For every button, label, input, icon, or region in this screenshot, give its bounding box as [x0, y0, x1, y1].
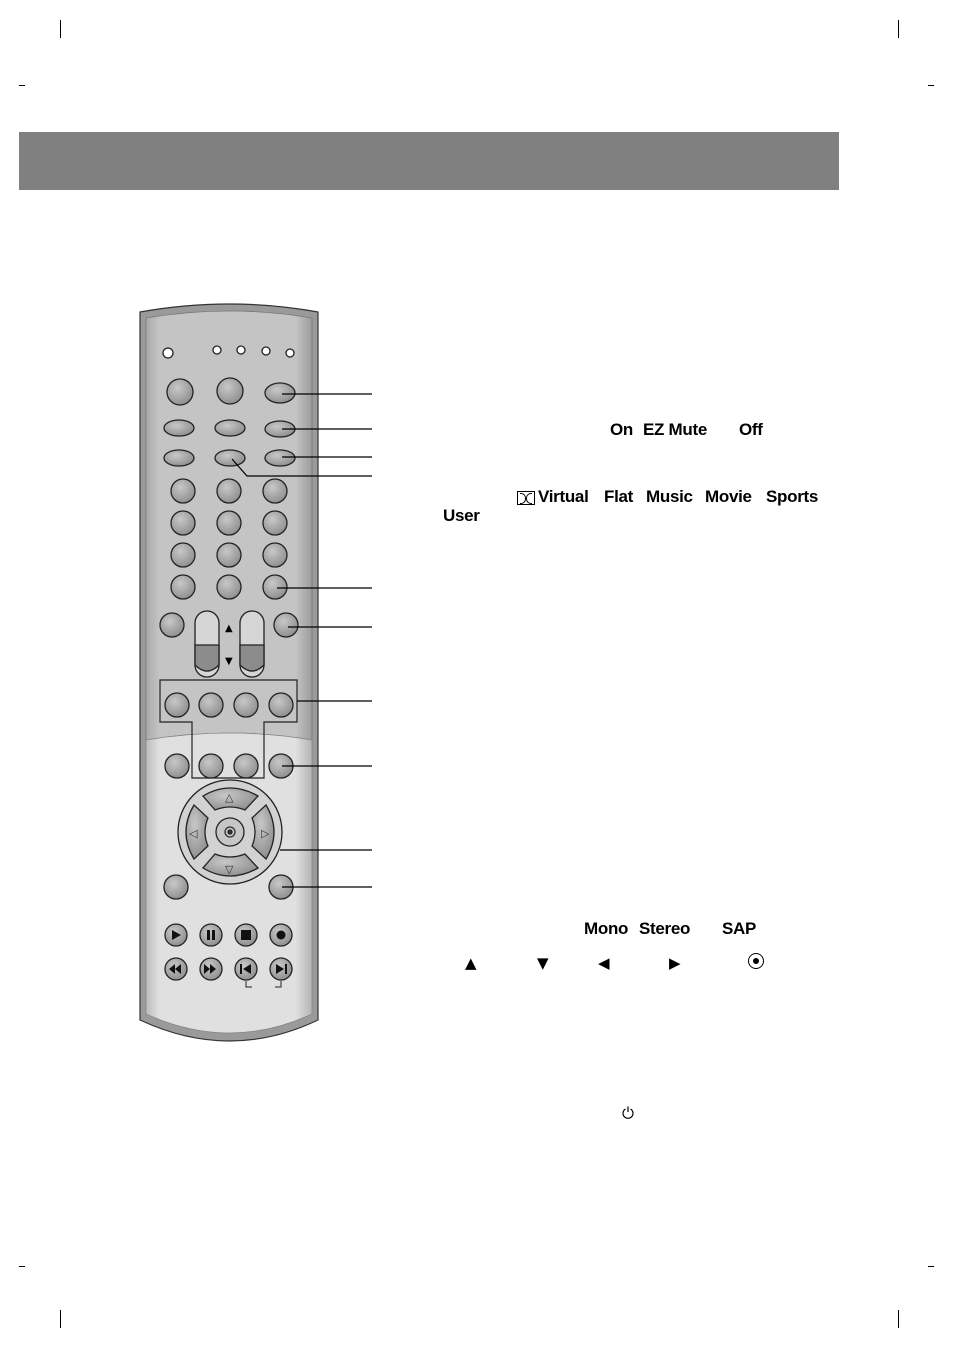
- right-arrow-icon: ▶: [669, 954, 681, 972]
- dolby-logo: [517, 491, 535, 505]
- left-arrow-icon: ◀: [598, 954, 610, 972]
- indicator-buttons: [162, 345, 295, 359]
- mode-music: Music: [646, 487, 693, 506]
- mode-movie: Movie: [705, 487, 752, 506]
- crop-mark-top-right: [898, 20, 899, 38]
- section-header-bar: [19, 132, 839, 190]
- dpad-up-mark: △: [225, 791, 234, 804]
- crop-mark-top-left: [60, 20, 61, 38]
- dpad-down-mark: ▽: [225, 863, 234, 876]
- crop-mark-right-lower: [928, 1266, 934, 1267]
- mode-user: User: [443, 506, 480, 525]
- callout-lines: [231, 393, 372, 888]
- crop-mark-right-upper: [928, 85, 934, 86]
- mode-virtual: Virtual: [538, 487, 589, 506]
- enter-icon: [748, 953, 764, 969]
- mode-sports: Sports: [766, 487, 819, 506]
- crop-mark-bottom-left: [60, 1310, 61, 1328]
- option-off: Off: [739, 420, 763, 439]
- dpad-left-mark: ◁: [189, 827, 198, 840]
- crop-mark-left-lower: [19, 1266, 25, 1267]
- option-on: On: [610, 420, 634, 439]
- menu-buttons: [163, 874, 294, 900]
- option-ez-mute: EZ Mute: [643, 420, 708, 439]
- power-icon: [622, 1106, 634, 1119]
- power-row-buttons: [166, 377, 296, 406]
- up-arrow-icon: ▲: [465, 954, 477, 972]
- down-arrow-icon: ▼: [537, 954, 549, 972]
- oval-buttons: [163, 419, 296, 467]
- ch-down-mark: ▼: [225, 656, 233, 667]
- audio-mono: Mono: [584, 919, 629, 938]
- mode-flat: Flat: [604, 487, 634, 506]
- crop-mark-bottom-right: [898, 1310, 899, 1328]
- dpad: [177, 779, 283, 885]
- vol-ch-rockers: [159, 610, 299, 678]
- crop-mark-left-upper: [19, 85, 25, 86]
- audio-stereo: Stereo: [639, 919, 691, 938]
- playback-symbols: [169, 930, 287, 974]
- dpad-right-mark: ▷: [261, 827, 270, 840]
- number-keypad: [170, 478, 288, 600]
- audio-sap: SAP: [722, 919, 757, 938]
- function-buttons: [159, 679, 298, 779]
- playback-brackets: [245, 981, 282, 988]
- ch-up-mark: ▲: [225, 623, 233, 634]
